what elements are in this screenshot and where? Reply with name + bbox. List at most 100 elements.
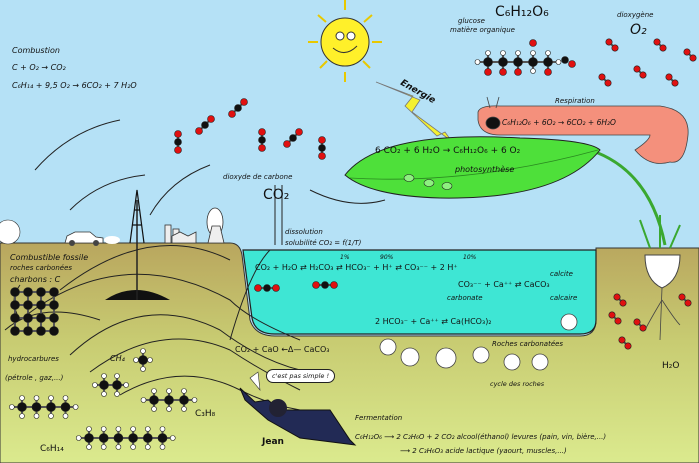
carbon-atom — [138, 355, 148, 365]
fermentation-title: Fermentation — [355, 414, 403, 422]
coal-label: charbons : C — [10, 275, 61, 284]
plant-stem — [589, 148, 667, 246]
carbon-atom — [164, 395, 174, 405]
carbon-atom — [201, 121, 209, 129]
glucose-formula: C₆H₁₂O₆ — [495, 4, 549, 20]
hydrogen-atom — [19, 413, 25, 419]
shell-fossils — [379, 313, 578, 371]
co2-label: dioxyde de carbone — [223, 173, 293, 181]
carbon-atom — [49, 300, 59, 310]
hydrogen-atom — [151, 388, 157, 394]
rock-cycle-label: cycle des roches — [490, 380, 545, 388]
carbon-atom — [318, 144, 326, 152]
carbon-atom — [10, 287, 20, 297]
carbon-atom — [46, 402, 56, 412]
oxygen-atom — [174, 146, 182, 154]
carbon-atom — [113, 433, 124, 443]
hydrogen-atom — [130, 444, 136, 450]
carbon-rocks-label: roches carbonées — [10, 264, 73, 272]
oxygen-atom — [568, 60, 576, 68]
oxygen-atom — [318, 152, 326, 160]
oxygen-atom — [484, 68, 492, 76]
oxygen-atom — [633, 318, 641, 326]
oxygen-atom — [258, 144, 266, 152]
oxygen-atom — [604, 79, 612, 87]
carbon-atom — [179, 395, 189, 405]
carbon-atom — [234, 104, 242, 112]
carbon-atom — [23, 287, 33, 297]
carbon-atom — [36, 326, 46, 336]
carbon-atom — [149, 395, 159, 405]
hydrogen-atom — [115, 444, 122, 450]
oxygen-atom — [665, 73, 673, 81]
carbon-atom — [17, 402, 27, 412]
oxygen-atom — [228, 110, 236, 118]
carbon-atom — [258, 136, 266, 144]
carbon-atom — [157, 433, 168, 443]
oxygen-atom — [619, 299, 627, 307]
car-icon — [64, 231, 120, 246]
oxygen-atom — [514, 68, 522, 76]
hydrogen-atom — [169, 435, 176, 441]
glucose-label: glucose — [458, 17, 485, 25]
calcination-equation: CO₂ + CaO ←Δ— CaCO₃ — [235, 345, 330, 354]
oxygen-atom — [207, 115, 215, 123]
carbon-atom — [10, 326, 20, 336]
hydrogen-atom — [140, 397, 147, 403]
carbon-atom — [36, 300, 46, 310]
speech-bubble: c'est pas simple ! — [266, 369, 336, 383]
carbon-atom — [543, 57, 553, 67]
oxygen-atom — [618, 336, 626, 344]
ocean — [242, 249, 597, 335]
oxygen-atom — [499, 68, 507, 76]
hydrogen-atom — [545, 50, 551, 56]
carbon-atom — [23, 313, 33, 323]
hydrogen-atom — [62, 413, 69, 419]
combustion-eq-carbon: C + O₂ → CO₂ — [12, 63, 66, 72]
carbonate-label: carbonate — [447, 294, 483, 302]
hydrogen-atom — [62, 395, 69, 401]
oxygen-atom — [614, 317, 622, 325]
fermentation-alcohol-equation: C₆H₁₂O₆ ⟶ 2 C₂H₆O + 2 CO₂ alcool(éthanol… — [355, 433, 607, 441]
hydrogen-atom — [500, 50, 506, 56]
bicarbonate-equation: 2 HCO₃⁻ + Ca⁺⁺ ⇄ Ca(HCO₃)₂ — [375, 317, 492, 326]
hydrogen-atom — [86, 426, 92, 432]
fossil-fuel-label: Combustible fossile — [10, 253, 89, 262]
oxygen-atom — [272, 284, 280, 292]
carbon-atom — [23, 326, 33, 336]
oxygen-atom — [653, 38, 661, 46]
carbonate-rocks-label: Roches carbonatées — [492, 340, 564, 348]
carbon-atom — [263, 284, 271, 292]
carbon-atom — [321, 281, 329, 289]
calcaire-label: calcaire — [550, 294, 578, 302]
hexane-formula: C₆H₁₄ — [40, 444, 64, 454]
oxygen-atom — [689, 54, 697, 62]
hydrogen-atom — [147, 357, 153, 363]
hydrogen-atom — [191, 397, 198, 403]
oxygen-atom — [633, 65, 641, 73]
photosynthesis-label: photosynthèse — [455, 165, 515, 174]
hydrogen-atom — [515, 50, 521, 56]
hydrogen-atom — [33, 395, 40, 401]
leaf — [344, 136, 601, 199]
hydrogen-atom — [181, 388, 187, 394]
oxygen-atom — [258, 128, 266, 136]
carbon-atom — [174, 138, 182, 146]
oxygen-atom — [295, 128, 303, 136]
oxygen-atom — [683, 48, 691, 56]
combustion-eq-hexane: C₆H₁₄ + 9,5 O₂ → 6CO₂ + 7 H₂O — [12, 81, 137, 90]
oxygen-atom — [684, 299, 692, 307]
hydrogen-atom — [159, 444, 166, 450]
co2-formula: CO₂ — [263, 187, 290, 203]
signature: Jean — [262, 437, 284, 447]
respiration-equation: C₆H₁₂O₆ + 6O₂ → 6CO₂ + 6H₂O — [502, 118, 616, 127]
oxygen-atom — [174, 130, 182, 138]
carbon-atom — [49, 326, 59, 336]
oxygen-atom — [659, 44, 667, 52]
solubility-label: solubilité CO₂ = f(1/T) — [285, 239, 362, 247]
hydrogen-atom — [123, 382, 129, 388]
propane-formula: C₃H₈ — [195, 409, 216, 419]
hydrogen-atom — [474, 59, 481, 65]
hydrogen-atom — [92, 382, 98, 388]
hydrogen-atom — [72, 404, 79, 410]
